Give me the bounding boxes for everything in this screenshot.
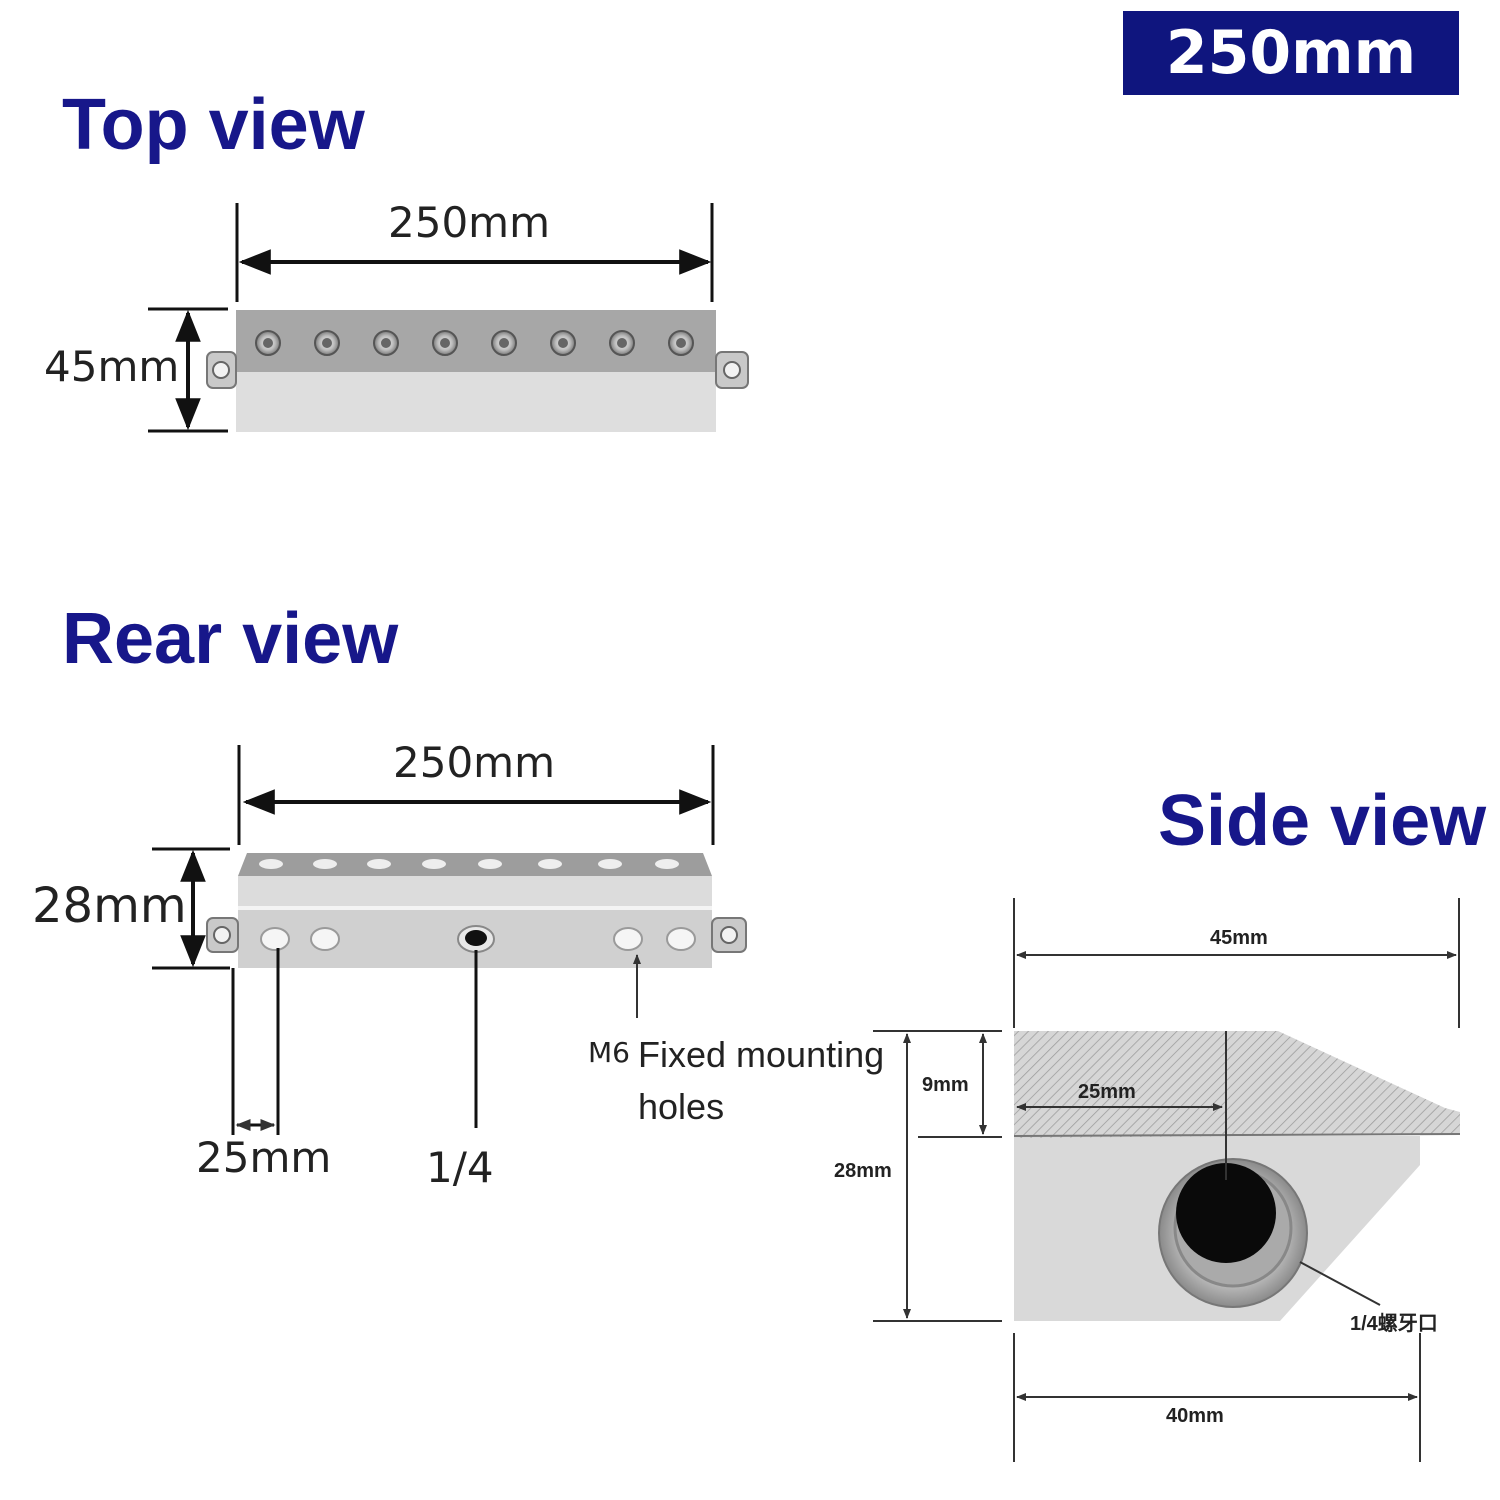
left-end-fitting: [206, 351, 237, 389]
top-screw-row: [255, 330, 694, 356]
rear-left-end-fitting: [206, 917, 239, 953]
mounting-label-line2: holes: [638, 1086, 725, 1127]
hole-spacing-label: 25mm: [196, 1133, 332, 1182]
side-view-heading: Side view: [1158, 781, 1487, 861]
rear-height-label: 28mm: [32, 878, 187, 934]
mounting-prefix-label: M6: [588, 1036, 630, 1069]
right-end-fitting: [715, 351, 749, 389]
rear-right-end-fitting: [711, 917, 747, 953]
side-height-label: 28mm: [834, 1160, 892, 1182]
side-view-drawing: [873, 898, 1461, 1462]
rear-mounting-holes: [260, 927, 696, 951]
rear-top-slots: [259, 859, 679, 869]
top-view-drawing: [148, 203, 749, 433]
top-width-label: 250mm: [388, 198, 550, 247]
top-view-heading: Top view: [62, 85, 365, 165]
top-height-label: 45mm: [44, 342, 180, 391]
rear-view-heading: Rear view: [62, 599, 399, 679]
size-badge-text: 250mm: [1165, 18, 1417, 88]
slot-depth-label: 9mm: [922, 1074, 969, 1096]
side-port-leader-line: [1299, 1261, 1381, 1306]
side-top-width-label: 45mm: [1210, 927, 1268, 949]
port-label: 1/4: [426, 1143, 494, 1192]
side-bottom-width-label: 40mm: [1166, 1405, 1224, 1427]
rear-air-port: [457, 925, 495, 953]
side-port-label: 1/4螺牙口: [1350, 1313, 1438, 1335]
rear-width-label: 250mm: [393, 738, 555, 787]
rear-view-drawing: [152, 745, 747, 1135]
mounting-label-line1: Fixed mounting: [638, 1034, 885, 1075]
size-badge: 250mm: [1123, 11, 1459, 95]
inner-width-label: 25mm: [1078, 1081, 1136, 1103]
side-threaded-port: [1158, 1158, 1308, 1308]
